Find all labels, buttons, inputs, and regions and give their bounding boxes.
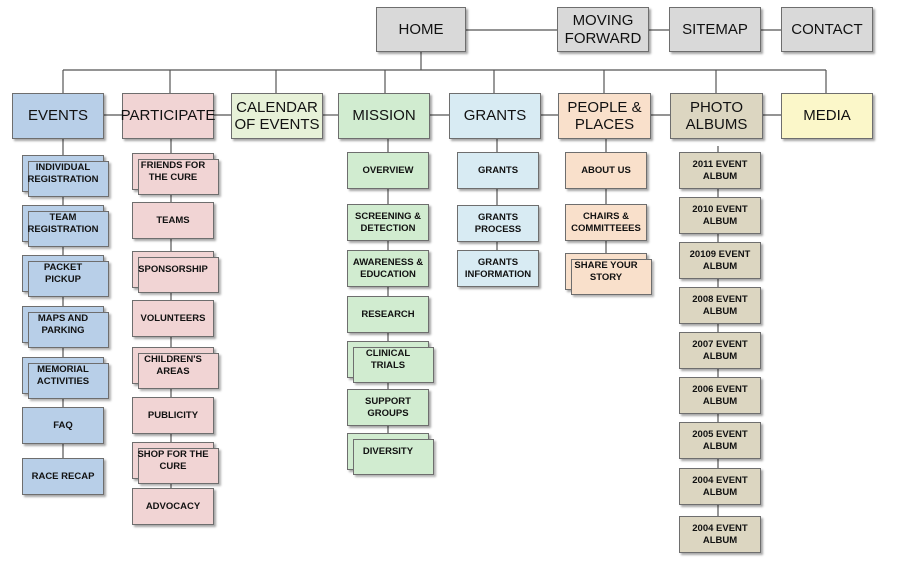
events-item-3-link-label: PACKET PICKUP xyxy=(43,262,83,285)
mission-item-6-link-label: SUPPORT GROUPS xyxy=(365,396,411,419)
photo-item-6-link[interactable]: 2006 EVENT ALBUM xyxy=(679,377,761,414)
people-item-1-link[interactable]: ABOUT US xyxy=(565,152,647,189)
events-item-4-link-label: MAPS AND PARKING xyxy=(37,313,89,336)
nav-moving-forward-button-label: MOVING FORWARD xyxy=(564,12,642,47)
photo-item-3-link-label: 20109 EVENT ALBUM xyxy=(689,249,751,272)
events-item-5-link-label: MEMORIAL ACTIVITIES xyxy=(36,364,90,387)
photo-item-9-link[interactable]: 2004 EVENT ALBUM xyxy=(679,516,761,553)
section-participate-button[interactable]: PARTICIPATE xyxy=(120,93,216,139)
participate-item-1-link[interactable]: FRIENDS FOR THE CURE xyxy=(132,153,219,195)
mission-item-2-link-label: SCREENING & DETECTION xyxy=(355,211,421,234)
people-item-2-link[interactable]: CHAIRS & COMMITTEEES xyxy=(565,204,647,241)
nav-home-button-label: HOME xyxy=(398,20,444,38)
section-photo-button[interactable]: PHOTO ALBUMS xyxy=(670,93,763,139)
photo-item-1-link-label: 2011 EVENT ALBUM xyxy=(692,159,748,182)
photo-item-4-link-label: 2008 EVENT ALBUM xyxy=(692,294,748,317)
section-media-button[interactable]: MEDIA xyxy=(781,93,873,139)
events-item-4-link[interactable]: MAPS AND PARKING xyxy=(22,306,109,348)
section-events-button-label: EVENTS xyxy=(27,107,88,125)
photo-item-8-link-label: 2004 EVENT ALBUM xyxy=(692,475,748,498)
events-item-6-link-label: FAQ xyxy=(53,419,73,431)
participate-item-3-link[interactable]: SPONSORSHIP xyxy=(132,251,219,293)
participate-item-8-link-label: ADVOCACY xyxy=(145,500,201,512)
photo-item-1-link[interactable]: 2011 EVENT ALBUM xyxy=(679,152,761,189)
photo-item-3-link[interactable]: 20109 EVENT ALBUM xyxy=(679,242,761,279)
grants-item-3-link[interactable]: GRANTS INFORMATION xyxy=(457,250,539,287)
grants-item-1-link[interactable]: GRANTS xyxy=(457,152,539,189)
nav-moving-forward-button[interactable]: MOVING FORWARD xyxy=(557,7,649,52)
participate-item-3-link-label: SPONSORSHIP xyxy=(138,263,208,275)
events-item-5-link[interactable]: MEMORIAL ACTIVITIES xyxy=(22,357,109,399)
mission-item-4-link[interactable]: RESEARCH xyxy=(347,296,429,333)
section-events-button[interactable]: EVENTS xyxy=(12,93,104,139)
people-item-1-link-label: ABOUT US xyxy=(581,164,631,176)
participate-item-6-link[interactable]: PUBLICITY xyxy=(132,397,214,434)
participate-item-5-link-label: CHILDREN'S AREAS xyxy=(144,354,202,377)
mission-item-4-link-label: RESEARCH xyxy=(361,308,415,320)
events-item-3-link[interactable]: PACKET PICKUP xyxy=(22,255,109,297)
photo-item-2-link-label: 2010 EVENT ALBUM xyxy=(692,204,748,227)
grants-item-3-link-label: GRANTS INFORMATION xyxy=(464,257,532,280)
nav-sitemap-button[interactable]: SITEMAP xyxy=(669,7,761,52)
grants-item-2-link[interactable]: GRANTS PROCESS xyxy=(457,205,539,242)
section-people-button[interactable]: PEOPLE & PLACES xyxy=(558,93,651,139)
events-item-6-link[interactable]: FAQ xyxy=(22,407,104,444)
participate-item-4-link[interactable]: VOLUNTEERS xyxy=(132,300,214,337)
mission-item-5-link[interactable]: CLINICAL TRIALS xyxy=(347,341,434,383)
mission-item-3-link-label: AWARENESS & EDUCATION xyxy=(352,257,424,280)
section-participate-button-label: PARTICIPATE xyxy=(120,107,216,125)
photo-item-2-link[interactable]: 2010 EVENT ALBUM xyxy=(679,197,761,234)
grants-item-2-link-label: GRANTS PROCESS xyxy=(474,212,522,235)
grants-item-1-link-label: GRANTS xyxy=(477,164,519,176)
mission-item-2-link[interactable]: SCREENING & DETECTION xyxy=(347,204,429,241)
nav-home-button[interactable]: HOME xyxy=(376,7,466,52)
photo-item-4-link[interactable]: 2008 EVENT ALBUM xyxy=(679,287,761,324)
mission-item-5-link-label: CLINICAL TRIALS xyxy=(365,348,411,371)
participate-item-6-link-label: PUBLICITY xyxy=(147,409,199,421)
people-item-2-link-label: CHAIRS & COMMITTEEES xyxy=(571,211,641,234)
photo-item-6-link-label: 2006 EVENT ALBUM xyxy=(692,384,748,407)
section-mission-button[interactable]: MISSION xyxy=(338,93,430,139)
mission-item-7-link-label: DIVERSITY xyxy=(362,445,414,457)
section-grants-button[interactable]: GRANTS xyxy=(449,93,541,139)
events-item-7-link-label: RACE RECAP xyxy=(31,470,95,482)
section-grants-button-label: GRANTS xyxy=(463,107,527,125)
photo-item-8-link[interactable]: 2004 EVENT ALBUM xyxy=(679,468,761,505)
nav-contact-button-label: CONTACT xyxy=(791,20,863,38)
mission-item-3-link[interactable]: AWARENESS & EDUCATION xyxy=(347,250,429,287)
events-item-2-link-label: TEAM REGISTRATION xyxy=(27,212,99,235)
photo-item-5-link[interactable]: 2007 EVENT ALBUM xyxy=(679,332,761,369)
mission-item-1-link-label: OVERVIEW xyxy=(362,164,414,176)
mission-item-6-link[interactable]: SUPPORT GROUPS xyxy=(347,389,429,426)
photo-item-7-link[interactable]: 2005 EVENT ALBUM xyxy=(679,422,761,459)
people-item-3-link-label: SHARE YOUR STORY xyxy=(574,260,638,283)
participate-item-5-link[interactable]: CHILDREN'S AREAS xyxy=(132,347,219,389)
participate-item-2-link-label: TEAMS xyxy=(156,214,190,226)
nav-sitemap-button-label: SITEMAP xyxy=(682,20,748,38)
section-photo-button-label: PHOTO ALBUMS xyxy=(685,98,748,133)
nav-contact-button[interactable]: CONTACT xyxy=(781,7,873,52)
participate-item-8-link[interactable]: ADVOCACY xyxy=(132,488,214,525)
events-item-1-link-label: INDIVIDUAL REGISTRATION xyxy=(27,162,99,185)
participate-item-4-link-label: VOLUNTEERS xyxy=(140,312,206,324)
participate-item-7-link[interactable]: SHOP FOR THE CURE xyxy=(132,442,219,484)
photo-item-5-link-label: 2007 EVENT ALBUM xyxy=(692,339,748,362)
section-calendar-button-label: CALENDAR OF EVENTS xyxy=(234,98,320,133)
participate-item-1-link-label: FRIENDS FOR THE CURE xyxy=(140,160,206,183)
events-item-7-link[interactable]: RACE RECAP xyxy=(22,458,104,495)
section-mission-button-label: MISSION xyxy=(352,107,416,125)
photo-item-7-link-label: 2005 EVENT ALBUM xyxy=(692,429,748,452)
events-item-1-link[interactable]: INDIVIDUAL REGISTRATION xyxy=(22,155,109,197)
participate-item-2-link[interactable]: TEAMS xyxy=(132,202,214,239)
mission-item-1-link[interactable]: OVERVIEW xyxy=(347,152,429,189)
section-calendar-button[interactable]: CALENDAR OF EVENTS xyxy=(231,93,323,139)
photo-item-9-link-label: 2004 EVENT ALBUM xyxy=(692,523,748,546)
people-item-3-link[interactable]: SHARE YOUR STORY xyxy=(565,253,652,295)
mission-item-7-link[interactable]: DIVERSITY xyxy=(347,433,434,475)
section-media-button-label: MEDIA xyxy=(803,107,851,125)
participate-item-7-link-label: SHOP FOR THE CURE xyxy=(137,449,209,472)
events-item-2-link[interactable]: TEAM REGISTRATION xyxy=(22,205,109,247)
section-people-button-label: PEOPLE & PLACES xyxy=(567,98,642,133)
